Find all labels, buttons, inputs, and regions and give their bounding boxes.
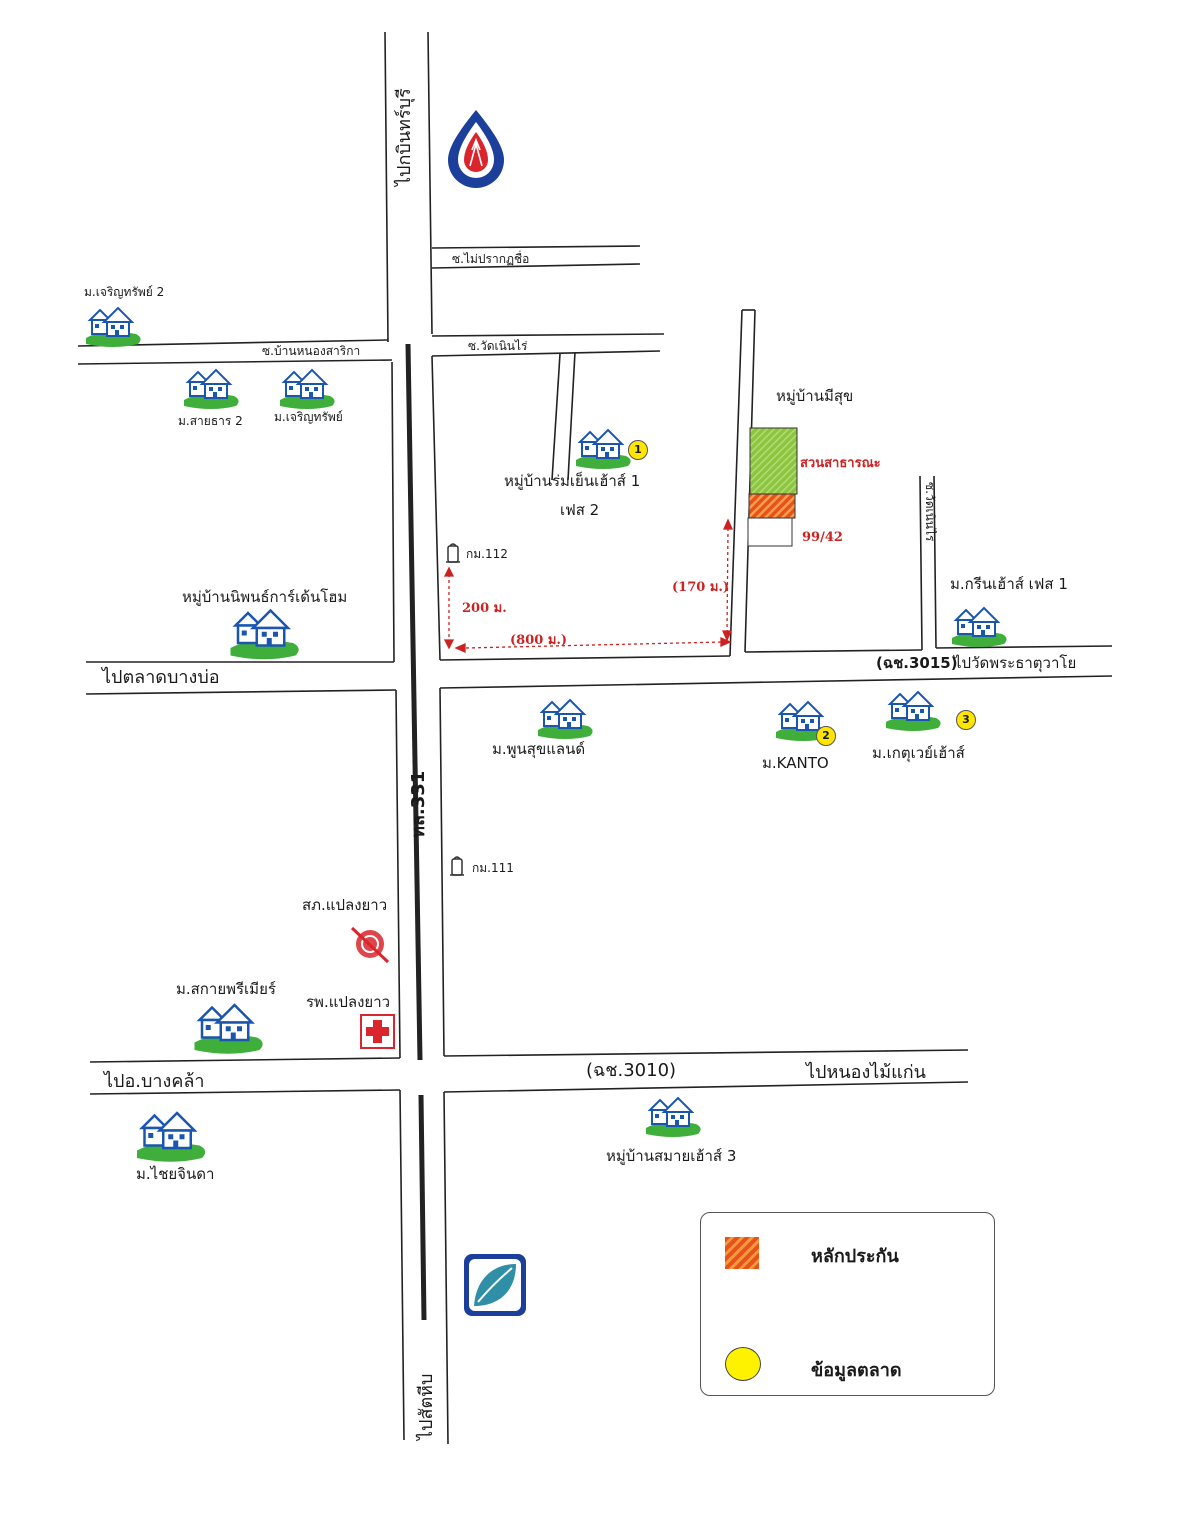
house-icon <box>537 699 594 740</box>
adjacent-plot <box>747 517 793 547</box>
house-icon <box>885 691 942 732</box>
hospital-icon <box>360 1014 395 1049</box>
house-icon <box>575 429 632 470</box>
gas-station-logo-icon <box>448 110 504 188</box>
place-label-plot-no: 99/42 <box>802 530 843 545</box>
village-label-sakai-premier: ม.สกายพรีเมียร์ <box>176 980 276 998</box>
market-data-marker-3: 3 <box>956 710 976 730</box>
legend-market-data-swatch <box>725 1347 761 1381</box>
village-label-kanto: ม.KANTO <box>762 754 829 772</box>
police-icon <box>350 926 390 964</box>
house-icon <box>279 369 336 410</box>
village-label-samai3: หมู่บ้านสมายเฮ้าส์ 3 <box>606 1147 737 1165</box>
road-label-to-bangbo-market: ไปตลาดบางบ่อ <box>102 667 220 688</box>
house-icon <box>229 609 300 661</box>
market-data-marker-2: 2 <box>816 726 836 746</box>
legend: หลักประกัน ข้อมูลตลาด <box>700 1212 995 1396</box>
house-icon <box>85 307 142 348</box>
place-label-km111: กม.111 <box>472 861 514 875</box>
legend-collateral-label: หลักประกัน <box>811 1246 899 1267</box>
road-label-soi-watnoenrai: ซ.วัดเนินไร่ <box>468 339 528 353</box>
road-label-to-wat-phrathat: ไปวัดพระธาตุวาโย <box>954 654 1077 672</box>
legend-market-data-label: ข้อมูลตลาด <box>811 1360 902 1381</box>
village-label-misuk: หมู่บ้านมีสุข <box>776 387 854 405</box>
house-icon <box>645 1097 702 1138</box>
road-label-to-kabin: ไปกบินทร์บุรี <box>394 88 415 186</box>
road-label-3015: (ฉช.3015) <box>876 654 958 672</box>
distance-label-800: (800 ม.) <box>510 633 568 648</box>
road-label-to-sattahip: ไปสัตหีบ <box>416 1373 437 1440</box>
village-label-niphon: หมู่บ้านนิพนธ์การ์เด้นโฮม <box>182 588 348 606</box>
public-park-area <box>749 427 798 495</box>
road-label-to-nongmaikaen: ไปหนองไม้แก่น <box>806 1062 926 1083</box>
road-label-soi-bannongsarika: ซ.บ้านหนองสาริกา <box>262 344 361 358</box>
village-label-kasetway: ม.เกตุเวย์เฮ้าส์ <box>872 744 965 762</box>
place-label-police: สภ.แปลงยาว <box>302 896 388 914</box>
road-label-soi-maipraksue: ซ.ไม่ปรากฏชื่อ <box>452 252 530 266</box>
village-label-romyen-phase: เฟส 2 <box>560 501 600 519</box>
village-label-charoensap: ม.เจริญทรัพย์ <box>274 410 343 424</box>
village-label-saithan2: ม.สายธาร 2 <box>178 414 243 428</box>
collateral-plot <box>748 493 796 519</box>
place-label-hospital: รพ.แปลงยาว <box>306 993 391 1011</box>
village-label-charoensap2: ม.เจริญทรัพย์ 2 <box>84 285 165 299</box>
km-post-icon <box>445 543 461 563</box>
house-icon <box>951 607 1008 648</box>
village-label-poonsuk: ม.พูนสุขแลนด์ <box>492 740 586 758</box>
house-icon <box>183 369 240 410</box>
distance-label-200: 200 ม. <box>462 601 507 616</box>
km-post-icon <box>449 856 465 876</box>
road-label-highway-331: ทล.331 <box>408 770 429 838</box>
village-label-romyen1: หมู่บ้านร่มเย็นเฮ้าส์ 1 <box>504 472 641 490</box>
village-label-green-house: ม.กรีนเฮ้าส์ เฟส 1 <box>950 575 1068 593</box>
legend-collateral-swatch <box>725 1237 759 1269</box>
place-label-km112: กม.112 <box>466 547 508 561</box>
house-icon <box>193 1003 264 1055</box>
road-label-3010: (ฉช.3010) <box>586 1060 677 1081</box>
village-label-chaijinda: ม.ไชยจินดา <box>136 1165 215 1183</box>
dimension-lines <box>443 518 734 654</box>
road-label-soi-right: ซ.วัดเนินไร่ <box>923 482 937 542</box>
bank-logo-icon <box>464 1254 526 1316</box>
road-network <box>77 31 1113 1445</box>
road-label-to-bangkhla: ไปอ.บางคล้า <box>104 1071 205 1092</box>
market-data-marker-1: 1 <box>628 440 648 460</box>
place-label-public-garden: สวนสาธารณะ <box>800 456 881 471</box>
house-icon <box>135 1111 207 1163</box>
distance-label-170: (170 ม.) <box>672 580 730 595</box>
